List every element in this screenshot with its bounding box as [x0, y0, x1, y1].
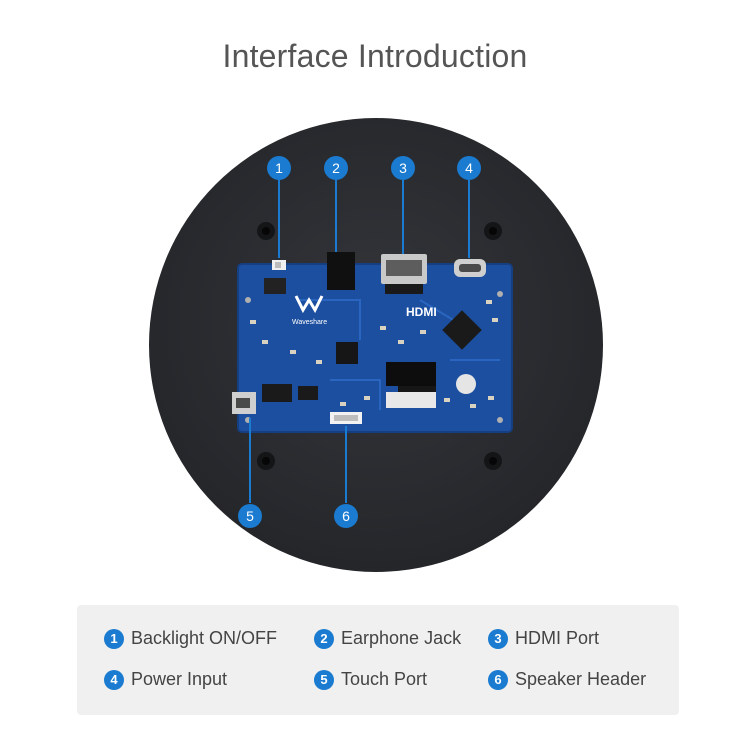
legend-label: Speaker Header: [515, 669, 647, 689]
legend-label: Backlight ON/OFF: [131, 628, 278, 648]
legend-item-power: 4 Power Input: [104, 669, 227, 690]
hdmi-port: [381, 254, 427, 294]
chip: [298, 386, 318, 400]
legend-label: Power Input: [131, 669, 228, 689]
speaker-header: [330, 412, 362, 424]
screw-hole: [484, 222, 502, 240]
legend-item-speaker: 6 Speaker Header: [488, 669, 646, 690]
legend-item-earphone: 2 Earphone Jack: [314, 628, 461, 649]
legend-number: 4: [104, 669, 124, 690]
svg-text:2: 2: [332, 160, 340, 176]
backlight-switch: [272, 260, 286, 270]
power-input-port: [454, 259, 486, 277]
ribbon-connector: [386, 392, 436, 408]
callout-2: 2: [324, 156, 348, 180]
screw-hole: [257, 452, 275, 470]
callout-4: 4: [457, 156, 481, 180]
page-title: Interface Introduction: [222, 38, 528, 74]
legend-number: 2: [314, 628, 334, 649]
legend-label: HDMI Port: [515, 628, 600, 648]
touch-port: [232, 392, 256, 414]
svg-text:6: 6: [342, 508, 350, 524]
legend-panel: 1 Backlight ON/OFF 2 Earphone Jack 3 HDM…: [77, 605, 679, 715]
callout-6: 6: [334, 504, 358, 528]
legend-item-backlight: 1 Backlight ON/OFF: [104, 628, 277, 649]
svg-text:3: 3: [399, 160, 407, 176]
svg-text:5: 5: [246, 508, 254, 524]
svg-text:1: 1: [275, 160, 283, 176]
capacitor: [456, 374, 476, 394]
legend-label: Earphone Jack: [341, 628, 462, 648]
legend-label: Touch Port: [341, 669, 428, 689]
chip-main: [442, 310, 482, 350]
screw-holes: [257, 222, 502, 470]
callout-3: 3: [391, 156, 415, 180]
legend-number: 6: [488, 669, 508, 690]
legend-item-hdmi: 3 HDMI Port: [488, 628, 599, 649]
hdmi-silkscreen: HDMI: [406, 305, 437, 319]
screw-hole: [484, 452, 502, 470]
callout-5: 5: [238, 504, 262, 528]
callout-1: 1: [267, 156, 291, 180]
earphone-jack: [327, 252, 355, 290]
legend-item-touch: 5 Touch Port: [314, 669, 427, 690]
legend-number: 5: [314, 669, 334, 690]
legend-number: 3: [488, 628, 508, 649]
chip: [262, 384, 292, 402]
callout-lines: [249, 180, 470, 503]
svg-text:4: 4: [465, 160, 473, 176]
legend-number: 1: [104, 628, 124, 649]
pcb-board: HDMI Waveshare: [237, 263, 513, 433]
waveshare-logo: Waveshare: [292, 295, 327, 326]
chip: [336, 342, 358, 364]
screw-hole: [257, 222, 275, 240]
svg-text:Waveshare: Waveshare: [292, 319, 327, 326]
chip: [264, 278, 286, 294]
